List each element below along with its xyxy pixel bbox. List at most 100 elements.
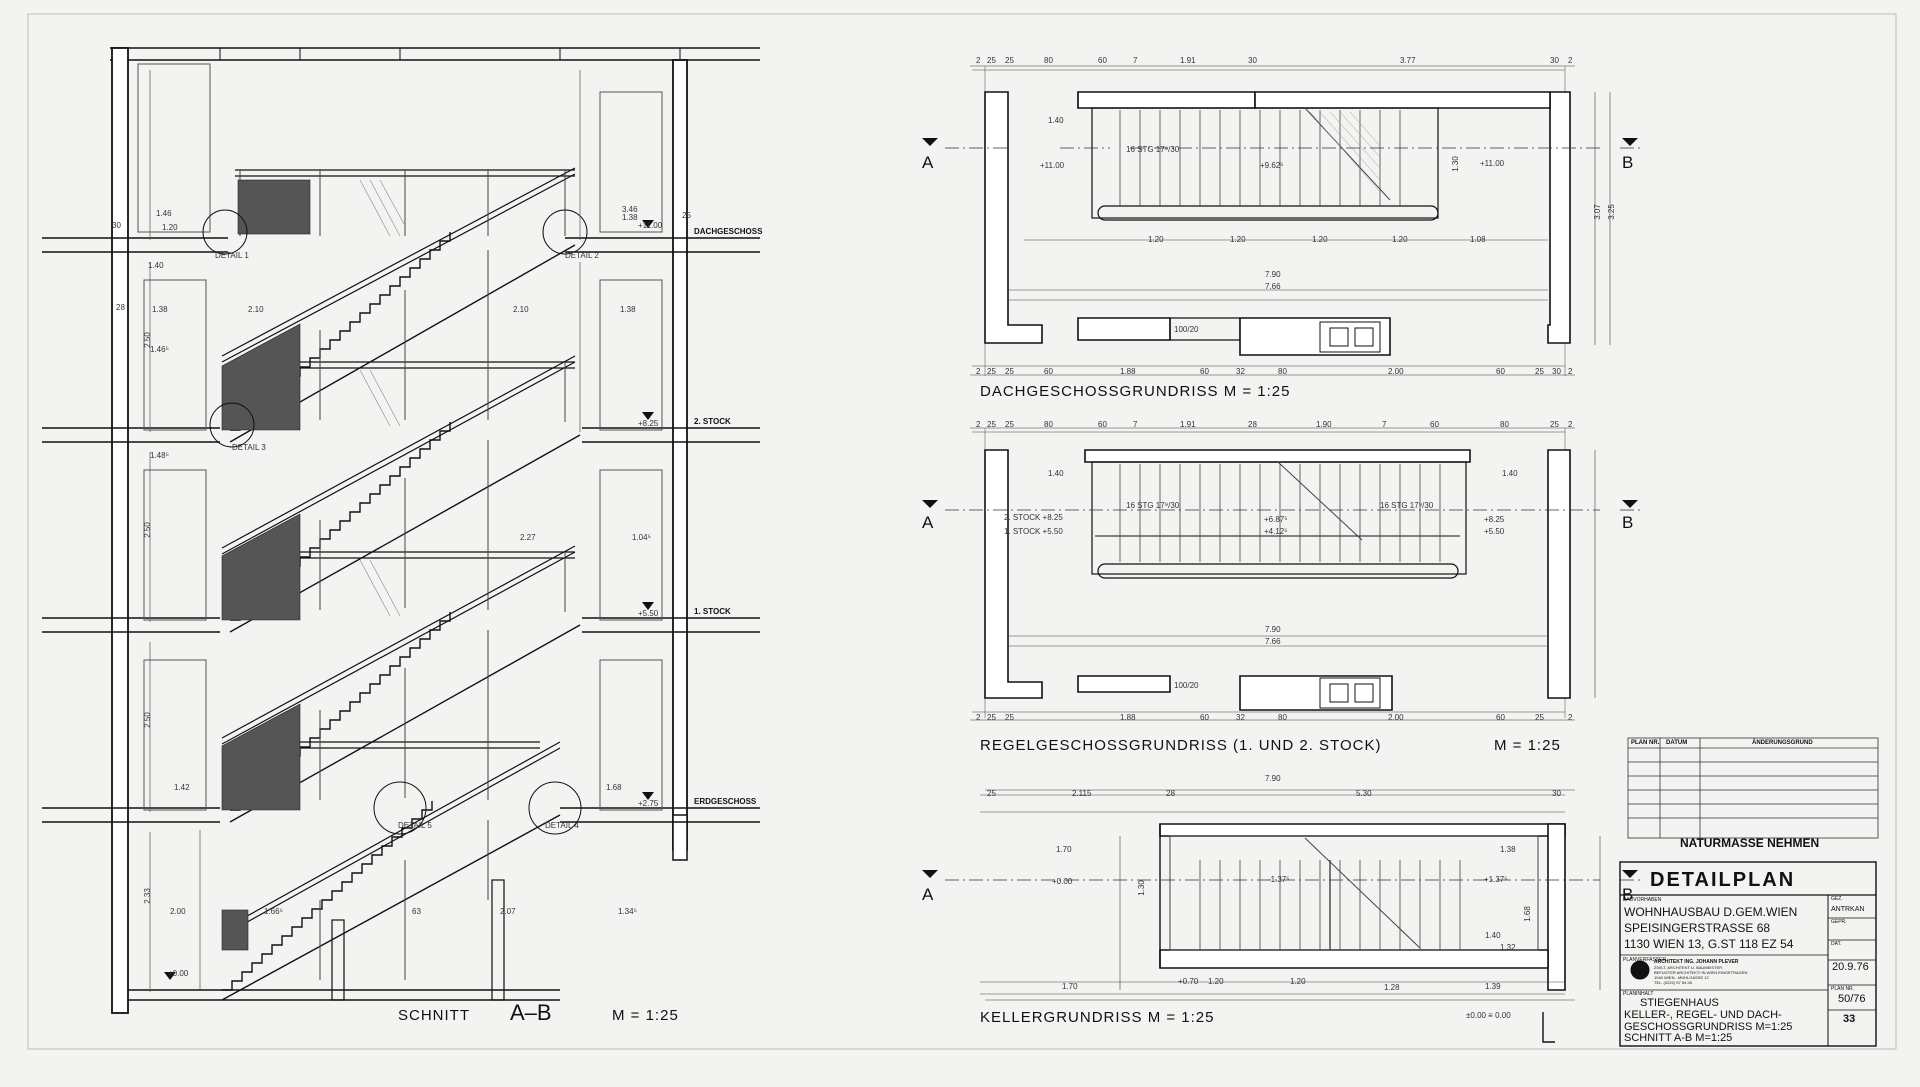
dim-text: 1.40 bbox=[148, 261, 164, 270]
dim-text: 16 STG 17⁹/30 bbox=[1380, 501, 1434, 510]
right-wall bbox=[672, 59, 688, 851]
dim-text: 25 bbox=[1005, 713, 1014, 722]
cut-marker-a: A bbox=[922, 153, 934, 172]
dim-text: 7 bbox=[1382, 420, 1387, 429]
dim-text: 7 bbox=[1133, 420, 1138, 429]
dim-text: 1.46⁵ bbox=[150, 345, 169, 354]
dim-text: 2.00 bbox=[1388, 713, 1404, 722]
dim-text: 25 bbox=[987, 420, 996, 429]
elevation-text: +1.37⁵ bbox=[1484, 875, 1508, 884]
level-label: DACHGESCHOSS bbox=[694, 227, 763, 236]
dim-text: 3.25 bbox=[1606, 204, 1616, 220]
dim-text: 1.90 bbox=[1316, 420, 1332, 429]
plan-title: DACHGESCHOSSGRUNDRISS M = 1:25 bbox=[980, 383, 1291, 400]
dim-text: 100/20 bbox=[1174, 681, 1199, 690]
dim-text: 2 bbox=[1568, 420, 1573, 429]
dim-text: 1.38 bbox=[620, 305, 636, 314]
dim-text: 100/20 bbox=[1174, 325, 1199, 334]
dim-text: 1.40 bbox=[1048, 116, 1064, 125]
detail-label: DETAIL 1 bbox=[215, 251, 249, 260]
elevation-text: +6.87⁵ bbox=[1264, 515, 1288, 524]
ground-elevation: +0.00 bbox=[168, 969, 189, 978]
architect-line: ZIVILT. ARCHITEKT U. BAUMEISTER bbox=[1654, 965, 1723, 970]
content-line: SCHNITT A-B M=1:25 bbox=[1624, 1032, 1733, 1044]
dim-text: 2 bbox=[976, 56, 981, 65]
content-line: STIEGENHAUS bbox=[1640, 997, 1719, 1009]
dim-text: 1.66⁵ bbox=[264, 907, 283, 916]
dim-text: 28 bbox=[1248, 420, 1257, 429]
plan-date: 20.9.76 bbox=[1832, 961, 1869, 973]
dim-text: 16 STG 17⁹/30 bbox=[1126, 501, 1180, 510]
dim-text: 1.38 bbox=[622, 213, 638, 222]
dim-text: 2 bbox=[1568, 56, 1573, 65]
left-wall bbox=[111, 47, 129, 1014]
dim-text: 2.50 bbox=[142, 522, 152, 538]
dim-text: 3.46 bbox=[622, 205, 638, 214]
title-block-heading: DETAILPLAN bbox=[1650, 869, 1796, 891]
cut-marker-b: B bbox=[1622, 513, 1634, 532]
dim-text: 60 bbox=[1430, 420, 1439, 429]
dim-text: 1.04⁵ bbox=[632, 533, 651, 542]
dim-text: 5.30 bbox=[1356, 789, 1372, 798]
dim-text: 2.10 bbox=[513, 305, 529, 314]
level-elevation: +8.25 bbox=[638, 419, 659, 428]
dim-text: 25 bbox=[1005, 56, 1014, 65]
dim-text: 7 bbox=[1133, 56, 1138, 65]
dim-text: 2 bbox=[1568, 713, 1573, 722]
elevation-text: +8.25 bbox=[1484, 515, 1505, 524]
dim-text: 3.07 bbox=[1592, 204, 1602, 220]
elevation-text: +5.50 bbox=[1484, 527, 1505, 536]
dim-text: 2.115 bbox=[1072, 789, 1092, 798]
dim-text: 80 bbox=[1044, 56, 1053, 65]
dim-text: 25 bbox=[1535, 713, 1544, 722]
gepr-label: GEPR. bbox=[1831, 919, 1847, 925]
elevation-text: +4.12⁵ bbox=[1264, 527, 1288, 536]
revision-table bbox=[1627, 737, 1879, 839]
architect-line: ARCHITEKT ING. JOHANN PLEVER bbox=[1654, 959, 1739, 965]
dat-label: DAT. bbox=[1831, 941, 1842, 947]
level-elevation: +5.50 bbox=[638, 609, 659, 618]
dim-text: 1.42 bbox=[174, 783, 190, 792]
dim-text: 25 bbox=[1005, 367, 1014, 376]
dim-text: 25 bbox=[987, 713, 996, 722]
dim-text: 25 bbox=[1550, 420, 1559, 429]
section-title-cut: A–B bbox=[510, 1000, 552, 1025]
dim-text: 80 bbox=[1278, 713, 1287, 722]
mesh-infill bbox=[221, 179, 311, 951]
dim-text: 30 bbox=[1550, 56, 1559, 65]
dim-text: 1.32 bbox=[1500, 943, 1516, 952]
cut-marker-b: B bbox=[1622, 885, 1634, 904]
dim-text: 1.68 bbox=[606, 783, 622, 792]
dim-text: 1.08 bbox=[1470, 235, 1486, 244]
cut-marker-a: A bbox=[922, 513, 934, 532]
elevation-text: -1.37⁵ bbox=[1268, 875, 1290, 884]
dim-text: 1.88 bbox=[1120, 367, 1136, 376]
detail-label: DETAIL 5 bbox=[398, 821, 432, 830]
dim-text: 7.90 bbox=[1265, 270, 1281, 279]
dim-text: 28 bbox=[1166, 789, 1175, 798]
dim-text: 2.27 bbox=[520, 533, 536, 542]
dim-text: 28 bbox=[116, 303, 125, 312]
title-block-planverfasser-label: PLANVERFASSER bbox=[1623, 957, 1667, 963]
dim-text: 32 bbox=[1236, 367, 1245, 376]
dim-text: 1.91 bbox=[1180, 56, 1196, 65]
dim-text: 2.00 bbox=[1388, 367, 1404, 376]
dim-text: 16 STG 17⁹/30 bbox=[1126, 145, 1180, 154]
architect-line: BEFUGTER ARCHITEKT/ IN WIEN EINGETRAGEN bbox=[1654, 970, 1748, 975]
dim-text: 1.91 bbox=[1180, 420, 1196, 429]
elevation-text: +9.62⁵ bbox=[1260, 161, 1284, 170]
dim-text: 1.20 bbox=[1148, 235, 1164, 244]
level-label: ERDGESCHOSS bbox=[694, 797, 757, 806]
dim-text: 25 bbox=[987, 789, 996, 798]
elevation-text: 2. STOCK +8.25 bbox=[1004, 513, 1063, 522]
cut-marker-b: B bbox=[1622, 153, 1634, 172]
plan-scale: M = 1:25 bbox=[1494, 737, 1561, 754]
detail-label: DETAIL 2 bbox=[565, 251, 599, 260]
level-elevation: +11.00 bbox=[638, 221, 663, 230]
level-label: 1. STOCK bbox=[694, 607, 731, 616]
detail-circles bbox=[202, 209, 588, 835]
dim-text: 1.30 bbox=[1136, 880, 1146, 896]
dim-text: 80 bbox=[1500, 420, 1509, 429]
dim-text: 1.46 bbox=[156, 209, 172, 218]
